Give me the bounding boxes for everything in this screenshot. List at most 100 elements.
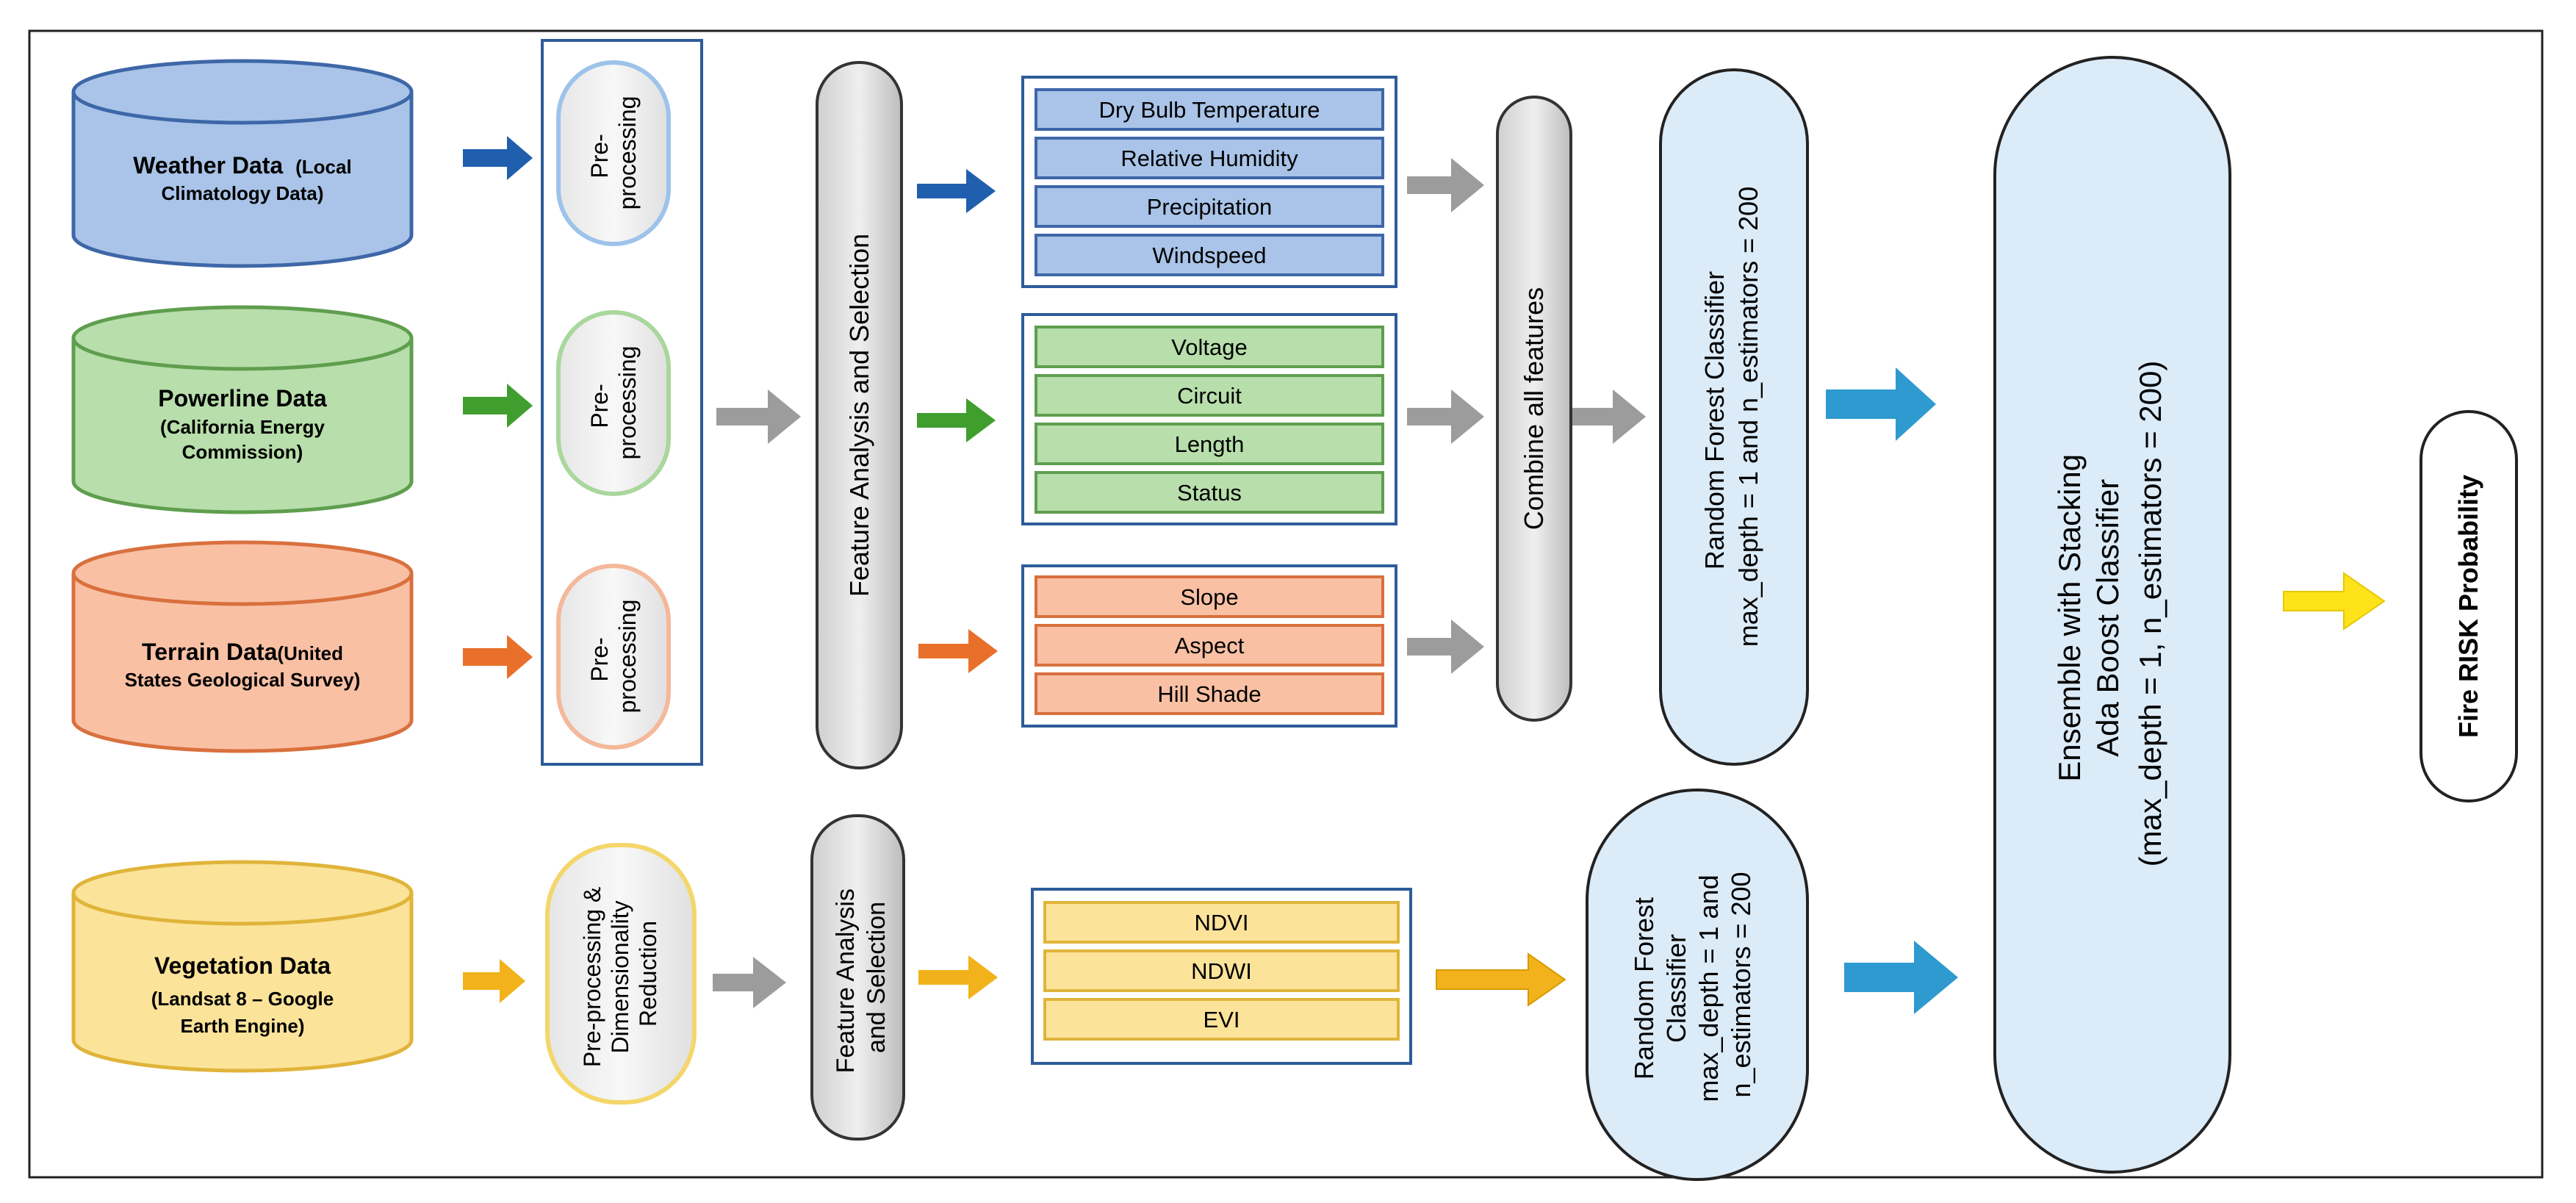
gray-arrow-weather-to-combine (1407, 158, 1484, 212)
combine-label: Combine all features (1519, 287, 1549, 530)
rf-veg-line1: Random Forest (1629, 897, 1659, 1080)
yellow-arrow-ensemble-to-output (2283, 572, 2386, 631)
terrain-feature-label: Hill Shade (1157, 681, 1261, 707)
terrain-data-note2: States Geological Survey) (125, 669, 361, 691)
preprocessing-pill-terrain-line2: processing (614, 600, 641, 714)
vegetation-feature-box (1043, 949, 1400, 992)
weather-feature-label: Precipitation (1147, 194, 1273, 220)
vegetation-feature-label: EVI (1204, 1007, 1240, 1033)
vegetation-data-note: (Landsat 8 – Google (151, 988, 334, 1010)
powerline-arrow (463, 384, 533, 428)
teal-arrow-rf-to-ensemble (1826, 367, 1936, 441)
powerline-feature-box (1035, 423, 1384, 465)
svg-text:Terrain Data(United: Terrain Data(United (142, 639, 343, 665)
weather-feature-box (1035, 234, 1384, 276)
preprocessing-pill-terrain-line1: Pre- (586, 637, 613, 681)
preprocessing-pill-powerline-line2: processing (614, 346, 641, 460)
vegetation-data-title: Vegetation Data (154, 952, 331, 979)
gray-arrow-veg-preprocess-to-selection (713, 957, 786, 1008)
preprocessing-pill-weather: Pre- processing (556, 60, 671, 246)
rf-main-line1: Random Forest Classifier (1699, 271, 1730, 570)
fire-risk-label: Fire RISK Probability (2453, 475, 2483, 738)
random-forest-main: Random Forest Classifier max_depth = 1 a… (1659, 68, 1809, 766)
powerline-data-note2: Commission) (182, 441, 303, 463)
preprocessing-pill-weather-line2: processing (614, 96, 641, 210)
svg-text:Random Forest Classifier: Random Forest Classifier max_depth = 1 a… (1629, 867, 1756, 1102)
gray-arrow-preprocess-to-selection (716, 389, 801, 444)
terrain-feature-box (1035, 672, 1384, 715)
powerline-feature-box (1035, 326, 1384, 368)
powerline-feature-box (1035, 374, 1384, 417)
preprocessing-veg-line2: Dimensionality (607, 900, 633, 1053)
powerline-features-arrow (917, 398, 996, 442)
terrain-data-cylinder: Terrain Data(United States Geological Su… (71, 540, 414, 753)
svg-text:Pre-processing & Dimensi: Pre-processing & Dimensionality Reductio… (579, 880, 661, 1067)
powerline-feature-box (1035, 471, 1384, 514)
vegetation-arrow (463, 959, 525, 1003)
feature-selection-vegetation: Feature Analysis and Selection (810, 814, 905, 1141)
svg-text:Random Forest Classifier: Random Forest Classifier max_depth = 1 a… (1699, 187, 1763, 647)
weather-data-note: (Local (295, 156, 352, 178)
vegetation-data-cylinder: Vegetation Data (Landsat 8 – Google Eart… (71, 860, 414, 1073)
rf-veg-line4: n_estimators = 200 (1726, 872, 1756, 1097)
preprocessing-pill-powerline-line1: Pre- (586, 384, 613, 428)
vegetation-feature-label: NDVI (1194, 910, 1248, 936)
vegetation-features-list: NDVI NDWI EVI (1043, 901, 1400, 1041)
weather-feature-label: Dry Bulb Temperature (1099, 97, 1320, 123)
preprocessing-pill-vegetation: Pre-processing & Dimensionality Reductio… (545, 843, 697, 1105)
ensemble-line3: (max_depth = 1, n_estimators = 200) (2133, 361, 2167, 867)
preprocessing-pill-terrain: Pre- processing (556, 564, 671, 750)
vegetation-data-note2: Earth Engine) (180, 1015, 304, 1037)
teal-arrow-rf-veg-to-ensemble (1844, 941, 1958, 1014)
ensemble-line2: Ada Boost Classifier (2090, 479, 2125, 757)
outer-frame (28, 29, 2544, 1179)
weather-arrow (463, 136, 533, 180)
powerline-feature-label: Length (1175, 431, 1245, 457)
preprocessing-pill-powerline: Pre- processing (556, 310, 671, 496)
terrain-data-note: (United (277, 642, 343, 664)
preprocessing-pill-weather-line1: Pre- (586, 134, 613, 178)
terrain-feature-box (1035, 575, 1384, 618)
powerline-data-cylinder: Powerline Data (California Energy Commis… (71, 305, 414, 514)
powerline-feature-label: Status (1177, 480, 1242, 506)
vegetation-feature-box (1043, 998, 1400, 1041)
feature-selection-main-label: Feature Analysis and Selection (844, 234, 874, 597)
terrain-arrow (463, 635, 533, 679)
fire-risk-output: Fire RISK Probability (2420, 410, 2518, 802)
vegetation-features-arrow (918, 955, 998, 999)
gray-arrow-terrain-to-combine (1407, 620, 1484, 674)
svg-text:Pre- processing: Pre- processing (586, 346, 641, 460)
terrain-feature-box (1035, 624, 1384, 667)
vegetation-feature-box (1043, 901, 1400, 944)
terrain-features-arrow (918, 629, 998, 673)
powerline-feature-label: Circuit (1177, 383, 1242, 409)
weather-data-title: Weather Data (133, 152, 283, 179)
combine-all-features: Combine all features (1496, 96, 1572, 722)
rf-veg-line2: Classifier (1661, 934, 1691, 1043)
svg-text:Pre- processing: Pre- processing (586, 96, 641, 210)
feature-selection-veg-line1: Feature Analysis (832, 888, 860, 1073)
weather-data-cylinder: Weather Data (Local Climatology Data) (71, 59, 414, 268)
weather-feature-box (1035, 185, 1384, 228)
rf-main-line2: max_depth = 1 and n_estimators = 200 (1733, 187, 1763, 647)
terrain-feature-label: Slope (1180, 584, 1238, 610)
weather-feature-box (1035, 88, 1384, 131)
terrain-data-title: Terrain Data (142, 639, 278, 665)
vegetation-feature-label: NDWI (1191, 958, 1252, 984)
powerline-data-title: Powerline Data (158, 385, 327, 412)
powerline-feature-label: Voltage (1171, 334, 1247, 360)
powerline-data-note: (California Energy (160, 416, 325, 438)
weather-feature-box (1035, 137, 1384, 179)
gray-arrow-combine-to-rf (1572, 389, 1646, 444)
svg-text:Weather Data (Local: Weather Data (Local (133, 152, 351, 179)
terrain-feature-label: Aspect (1175, 633, 1245, 658)
ensemble-line1: Ensemble with Stacking (2052, 454, 2087, 782)
random-forest-vegetation: Random Forest Classifier max_depth = 1 a… (1586, 789, 1809, 1181)
weather-data-note2: Climatology Data) (161, 182, 323, 204)
feature-selection-main: Feature Analysis and Selection (816, 61, 903, 769)
rf-veg-line3: max_depth = 1 and (1694, 875, 1724, 1102)
